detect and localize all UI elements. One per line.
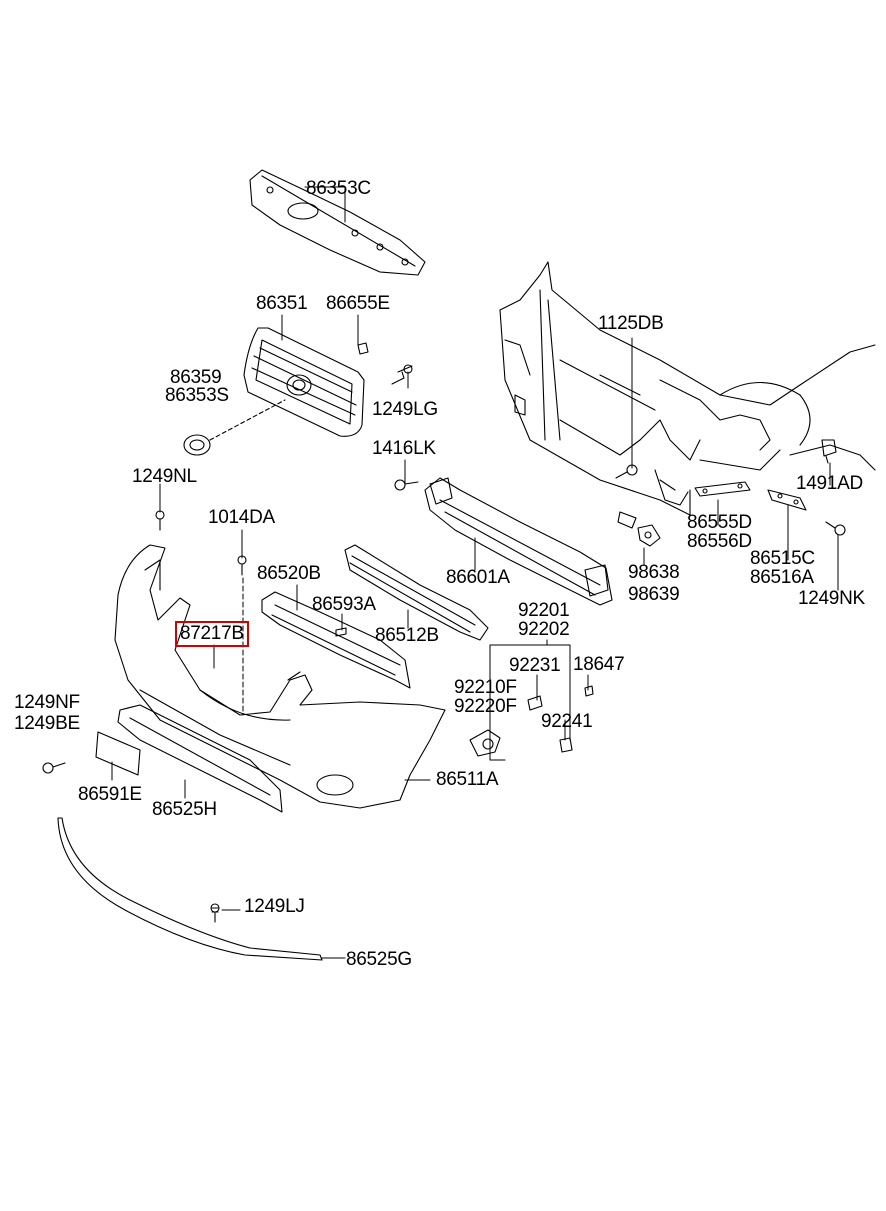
label-86525h[interactable]: 86525H [152, 799, 217, 820]
radiator-grille-drawing [243, 327, 365, 437]
bumper-beam-drawing [424, 477, 613, 606]
lower-skirt-drawing [95, 704, 283, 813]
bolt-1249nk-drawing [825, 521, 846, 536]
upper-cover-drawing [249, 169, 426, 276]
label-92201[interactable]: 92201 [518, 600, 570, 621]
label-1249be[interactable]: 1249BE [14, 713, 80, 734]
label-92231[interactable]: 92231 [509, 655, 561, 676]
label-92241[interactable]: 92241 [541, 711, 593, 732]
label-86655e[interactable]: 86655E [326, 293, 390, 314]
bumper-cover-drawing [114, 544, 446, 809]
label-87217b-highlighted[interactable]: 87217B [175, 621, 249, 647]
label-86593a[interactable]: 86593A [312, 594, 376, 615]
label-86351[interactable]: 86351 [256, 293, 308, 314]
label-18647[interactable]: 18647 [573, 654, 625, 675]
label-86591e[interactable]: 86591E [78, 784, 142, 805]
label-86515c[interactable]: 86515C [750, 548, 815, 569]
label-1125db[interactable]: 1125DB [598, 313, 664, 334]
label-1416lk[interactable]: 1416LK [372, 438, 436, 459]
label-98638[interactable]: 98638 [628, 562, 680, 583]
label-98639[interactable]: 98639 [628, 584, 680, 605]
label-86512b[interactable]: 86512B [375, 625, 439, 646]
label-1249nk[interactable]: 1249NK [798, 588, 865, 609]
label-1491ad[interactable]: 1491AD [796, 473, 863, 494]
label-92210f[interactable]: 92210F [454, 677, 517, 698]
energy-absorber-drawing [261, 591, 411, 689]
label-86353c[interactable]: 86353C [306, 178, 371, 199]
label-1249nf[interactable]: 1249NF [14, 692, 80, 713]
label-1014da[interactable]: 1014DA [208, 507, 275, 528]
nozzle-98638-drawing [617, 511, 661, 547]
label-86601a[interactable]: 86601A [446, 567, 510, 588]
label-86353s[interactable]: 86353S [165, 385, 229, 406]
label-86520b[interactable]: 86520B [257, 563, 321, 584]
lower-grille-drawing [344, 544, 489, 641]
label-86525g[interactable]: 86525G [346, 949, 412, 970]
fog-lamp-drawing [469, 685, 594, 757]
label-86556d[interactable]: 86556D [687, 531, 752, 552]
clip-screw-drawing [357, 342, 413, 385]
bracket-86593a-drawing [335, 627, 347, 637]
label-86555d[interactable]: 86555D [687, 512, 752, 533]
molding-drawing [57, 817, 323, 961]
label-92202[interactable]: 92202 [518, 619, 570, 640]
bracket-86555d-drawing [694, 481, 751, 497]
emblem-drawing [183, 399, 286, 456]
leader-lines [111, 186, 839, 959]
clip-1491ad-drawing [821, 439, 837, 464]
label-1249lj[interactable]: 1249LJ [244, 896, 305, 917]
vehicle-body-drawing [499, 261, 876, 516]
label-86511a[interactable]: 86511A [436, 769, 499, 790]
label-1249nl[interactable]: 1249NL [132, 466, 197, 487]
label-92220f[interactable]: 92220F [454, 696, 517, 717]
label-86516a[interactable]: 86516A [750, 567, 814, 588]
bracket-86515c-drawing [767, 489, 807, 511]
label-1249lg[interactable]: 1249LG [372, 399, 438, 420]
bolt-1125db-drawing [615, 464, 638, 479]
bolt-1416lk-drawing [394, 479, 419, 491]
screw-1249nf-drawing [42, 762, 66, 774]
label-86359[interactable]: 86359 [170, 367, 222, 388]
